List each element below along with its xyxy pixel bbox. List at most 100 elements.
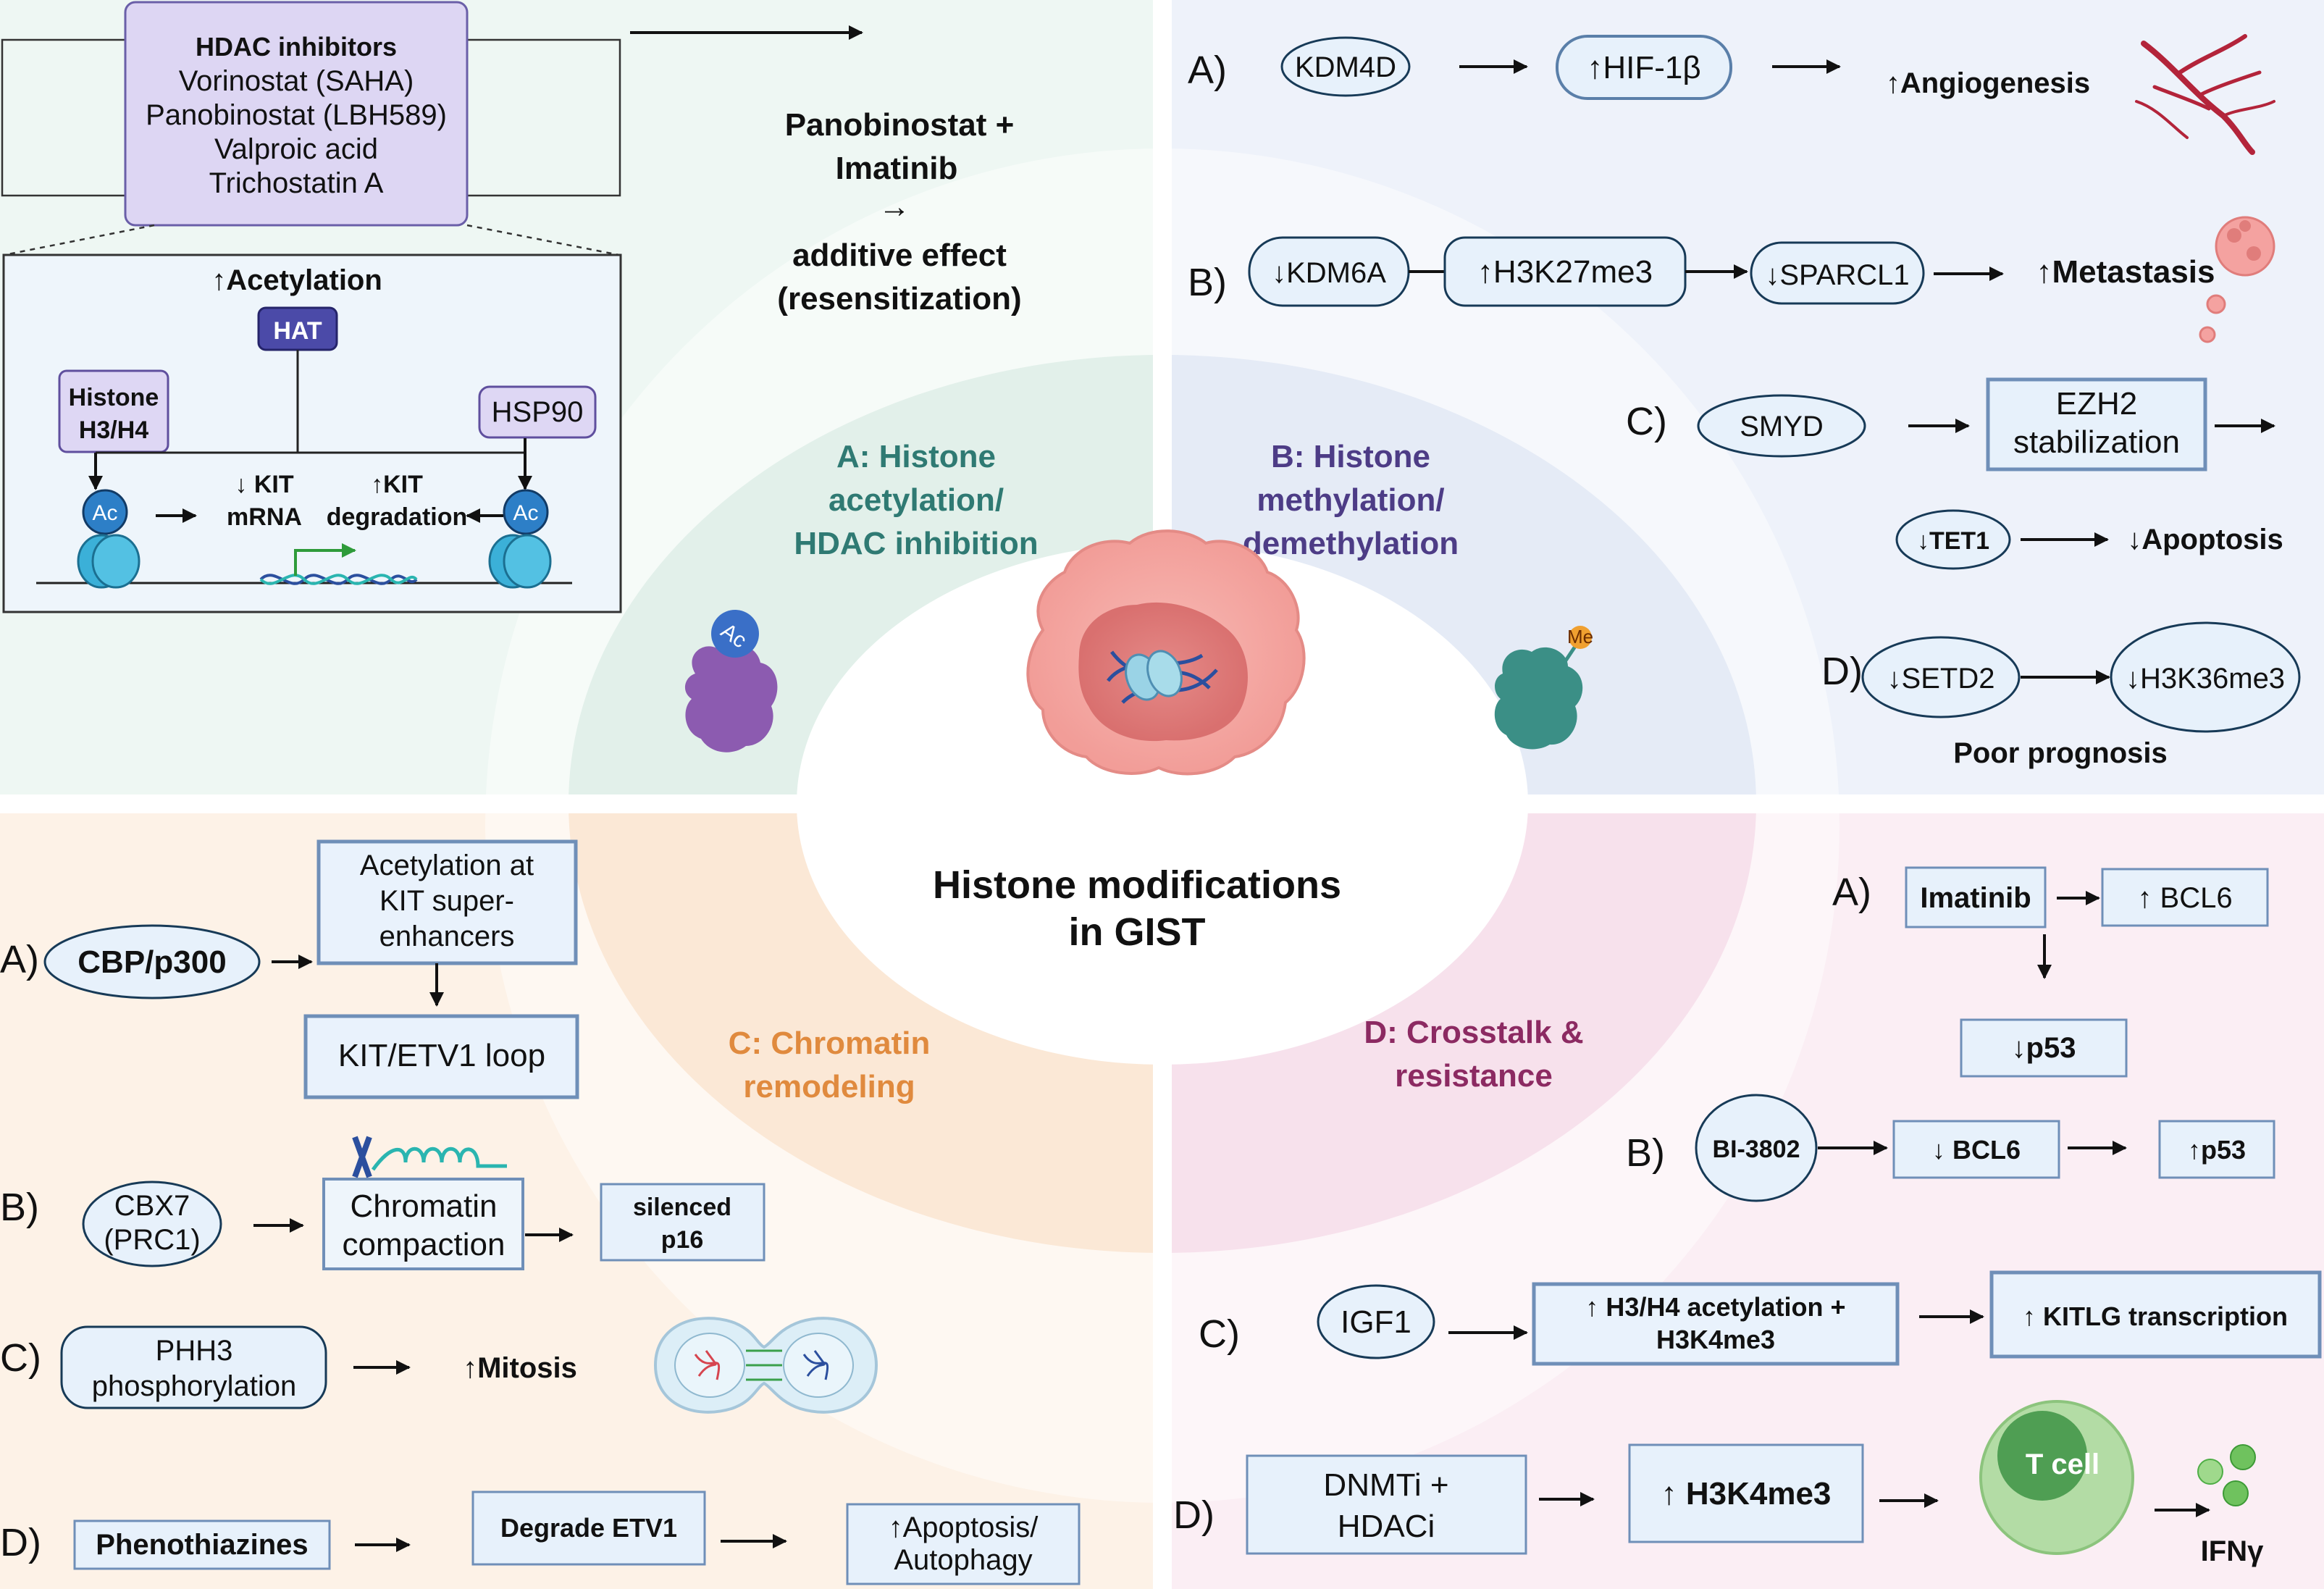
chromosome-coil-icon [352,1136,507,1178]
histone-label-line2: H3/H4 [79,416,148,444]
acetylation-label: ↑Acetylation [211,264,382,296]
bcl6-down-node [1892,1120,2060,1179]
h3k36me3-label: ↓H3K36me3 [2126,663,2285,695]
panel-d-row-c-label: C) [1199,1312,1240,1356]
quadrant-b-title-line2: methylation/ [1257,482,1444,518]
combo-line5: (resensitization) [777,281,1021,316]
panel-c-row-a-label: A) [0,938,39,981]
phh3-label-line1: PHH3 [156,1335,233,1367]
h3k27me3-label: ↑H3K27me3 [1477,254,1653,290]
kit-degradation-line1: ↑KIT [371,471,423,498]
combo-line3: → [878,189,910,225]
kit-etv1-loop-label: KIT/ETV1 loop [338,1038,545,1073]
tet1-label: ↓TET1 [1917,527,1989,555]
hdac-item-trichostatin: Trichostatin A [209,167,384,199]
dna-transcription-icon [167,543,463,585]
hif1b-label: ↑HIF-1β [1587,50,1700,85]
quadrant-d-title-line2: resistance [1395,1058,1553,1094]
kdm4d-label: KDM4D [1295,51,1396,83]
histone-label-line1: Histone [69,384,159,411]
setd2-node [1861,636,2021,718]
combo-line2: Imatinib [836,151,958,186]
phh3-node [60,1325,327,1409]
panel-b-row-c-label: C) [1626,400,1667,443]
imatinib-label: Imatinib [1920,882,2031,914]
igf1-node [1317,1284,1435,1359]
blood-vessels-icon [2135,34,2275,155]
center-disc [797,543,1528,1065]
center-title-line2: in GIST [1069,910,1206,954]
panel-c-row-d-label: D) [0,1521,41,1564]
silenced-p16-line1: silenced [633,1194,731,1221]
cbx7-label-line2: (PRC1) [104,1224,200,1256]
chromatin-compaction-node [322,1178,524,1270]
cbp-p300-label: CBP/p300 [77,944,226,980]
panel-d-row-a-label: A) [1832,871,1871,914]
methyltransferase-enzyme-icon: Me [1494,626,1593,750]
hif1b-node [1556,35,1732,100]
metastatic-cells-icon [2199,216,2275,343]
dividing-cell-icon [653,1317,878,1414]
ezh2-label-line2: stabilization [2013,424,2180,460]
kit-super-enhancer-line1: Acetylation at [360,850,534,881]
kitlg-transcription-node [1989,1270,2322,1359]
h3k36me3-node [2110,621,2301,733]
ac-marker-left [82,489,128,535]
smyd-label: SMYD [1740,411,1824,443]
panel-c-row-c-label: C) [0,1336,41,1380]
apoptosis-down-label: ↓Apoptosis [2127,524,2283,555]
phenothiazines-node [73,1519,331,1570]
hsp90-box [478,385,597,439]
t-cell-label: T cell [2026,1448,2099,1480]
kitlg-transcription-label: ↑ KITLG transcription [2023,1301,2288,1331]
h3k4me3-label: ↑ H3K4me3 [1661,1476,1832,1512]
tet1-node [1895,509,2011,570]
quadrant-b-title-line1: B: Histone [1271,439,1430,474]
dnmti-hdaci-node [1246,1454,1527,1555]
h3h4-acetylation-line1: ↑ H3/H4 acetylation + [1585,1292,1845,1322]
silenced-p16-line2: p16 [661,1226,704,1254]
quadrant-b-title-line3: demethylation [1243,526,1459,561]
p53-down-label: ↓p53 [2012,1032,2076,1064]
degrade-etv1-label: Degrade ETV1 [500,1513,677,1543]
hdac-item-panobinostat: Panobinostat (LBH589) [146,99,447,131]
dnmti-hdaci-line1: DNMTi + [1323,1467,1448,1503]
quadrant-a-title-line3: HDAC inhibition [794,526,1038,561]
hat-label: HAT [273,317,322,345]
panel-c-row-b-label: B) [0,1186,39,1229]
p53-up-label: ↑p53 [2188,1135,2246,1165]
cbx7-node [82,1181,222,1267]
quadrant-d-title-line1: D: Crosstalk & [1364,1015,1583,1050]
cbp-p300-node [43,924,261,999]
angiogenesis-label: ↑Angiogenesis [1886,67,2090,99]
kit-etv1-loop-node [303,1014,579,1099]
kit-super-enhancer-line2: KIT super- [379,885,514,917]
kdm4d-node [1280,36,1411,97]
igf1-label: IGF1 [1341,1304,1411,1340]
dnmti-hdaci-line2: HDACi [1338,1509,1435,1544]
ezh2-node [1986,377,2207,471]
tumor-cell-icon [1026,529,1306,776]
kit-super-enhancer-node [316,839,578,965]
imatinib-node [1905,866,2047,928]
me-badge-label: Me [1567,626,1593,647]
degrade-etv1-node [471,1491,706,1566]
chromatin-compaction-line2: compaction [342,1227,505,1262]
ezh2-label-line1: EZH2 [2056,386,2137,422]
panel-b-row-b-label: B) [1188,261,1227,304]
sparcl1-node [1750,241,1925,305]
p53-down-node [1960,1018,2128,1078]
ac-marker-right [503,489,549,535]
bi3802-label: BI-3802 [1713,1136,1800,1163]
nucleosome-right-icon [463,534,572,589]
hdac-inhibitors-title: HDAC inhibitors [196,32,397,62]
panel-b-row-d-label: D) [1821,650,1863,693]
sparcl1-label: ↓SPARCL1 [1765,259,1909,291]
h3h4-acetylation-node [1532,1282,1900,1366]
nucleosome-left-icon [36,534,167,589]
panel-d-row-d-label: D) [1173,1493,1215,1537]
metastasis-label: ↑Metastasis [2036,254,2215,290]
h3k4me3-node [1628,1443,1864,1543]
combo-line4: additive effect [792,238,1007,273]
bcl6-down-label: ↓ BCL6 [1932,1135,2021,1165]
